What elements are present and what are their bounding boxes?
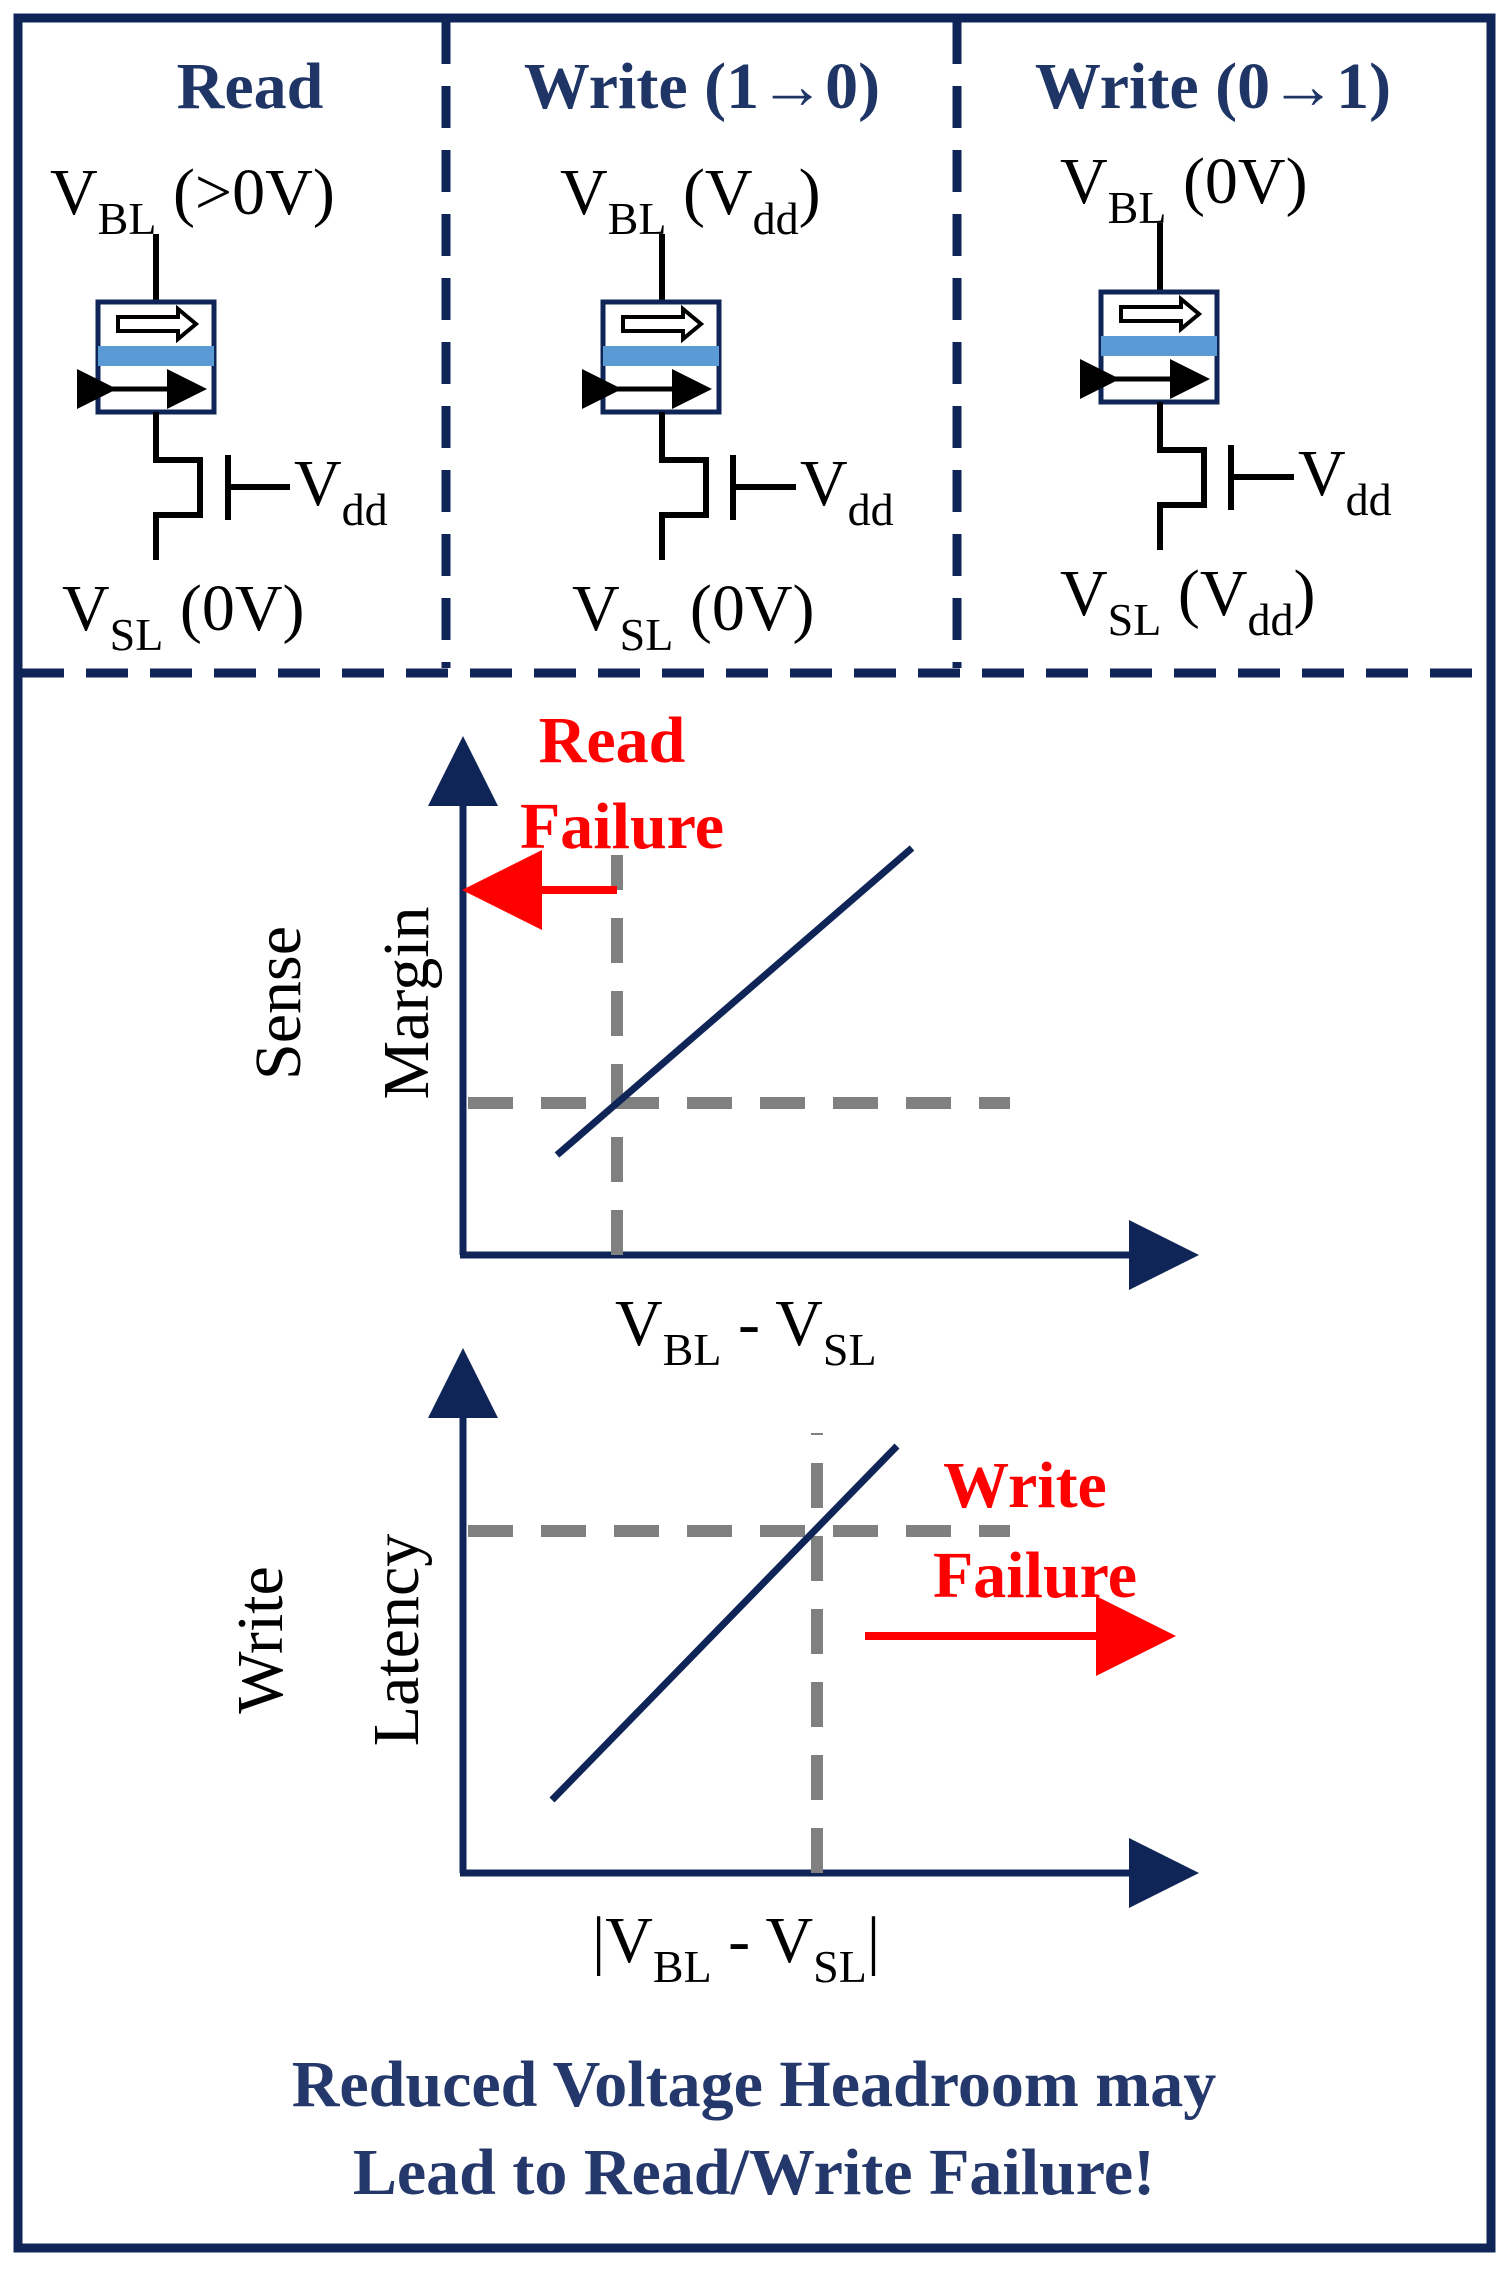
write10-mtj-cell	[582, 299, 722, 415]
write01-free-layer-arrow-icon	[1119, 294, 1203, 334]
write10-vsl-label: VSL (0V)	[572, 572, 814, 660]
panel-write10-title: Write (1→0)	[524, 50, 880, 123]
panel-read: Read VBL (>0V) Vdd VSL (0V)	[50, 50, 388, 660]
write10-vbl-label: VBL (Vdd)	[560, 156, 821, 244]
panel-write-0-1: Write (0→1) VBL (0V) Vdd VSL (Vdd)	[1035, 50, 1392, 645]
write-failure-label-1: Write	[943, 1449, 1107, 1522]
outer-frame	[13, 13, 1496, 2253]
sense-xlabel: VBL - VSL	[615, 1287, 877, 1375]
write-latency-graph: Write Failure Write Latency |VBL - VSL|	[224, 1348, 1199, 1992]
sense-margin-curve	[554, 845, 915, 1158]
sense-margin-graph: Read Failure Sense Margin VBL - VSL	[242, 704, 1199, 1375]
write01-vsl-label: VSL (Vdd)	[1060, 557, 1316, 645]
read-mtj-cell	[77, 299, 217, 415]
write-ylabel-2: Latency	[360, 1534, 433, 1747]
write01-vbl-label: VBL (0V)	[1060, 145, 1308, 233]
write-latency-curve	[549, 1443, 900, 1803]
write10-free-layer-arrow-icon	[621, 304, 705, 344]
write01-transistor-wire	[1157, 402, 1207, 550]
read-vsl-label: VSL (0V)	[62, 572, 304, 660]
footer-line-1: Reduced Voltage Headroom may	[292, 2048, 1217, 2121]
panel-write-1-0: Write (1→0) VBL (Vdd) Vdd VSL (0V)	[524, 50, 894, 660]
write10-vdd-label: Vdd	[800, 447, 894, 535]
write10-transistor-wire	[659, 412, 709, 560]
write-xlabel: |VBL - VSL|	[592, 1904, 880, 1992]
read-vbl-label: VBL (>0V)	[50, 156, 335, 244]
panel-read-title: Read	[177, 50, 324, 123]
panel-write01-title: Write (0→1)	[1035, 50, 1391, 123]
read-vdd-label: Vdd	[294, 447, 388, 535]
sense-ylabel-2: Margin	[370, 906, 443, 1099]
footer-line-2: Lead to Read/Write Failure!	[353, 2136, 1155, 2209]
sense-ylabel-1: Sense	[242, 926, 315, 1080]
write01-vdd-label: Vdd	[1298, 437, 1392, 525]
read-free-layer-arrow-icon	[116, 304, 200, 344]
read-failure-label-2: Failure	[520, 790, 724, 863]
write-failure-label-2: Failure	[933, 1539, 1137, 1612]
write01-mtj-cell	[1080, 289, 1220, 405]
read-failure-label-1: Read	[539, 704, 686, 777]
write-ylabel-1: Write	[224, 1566, 297, 1714]
read-transistor-wire	[153, 412, 203, 560]
